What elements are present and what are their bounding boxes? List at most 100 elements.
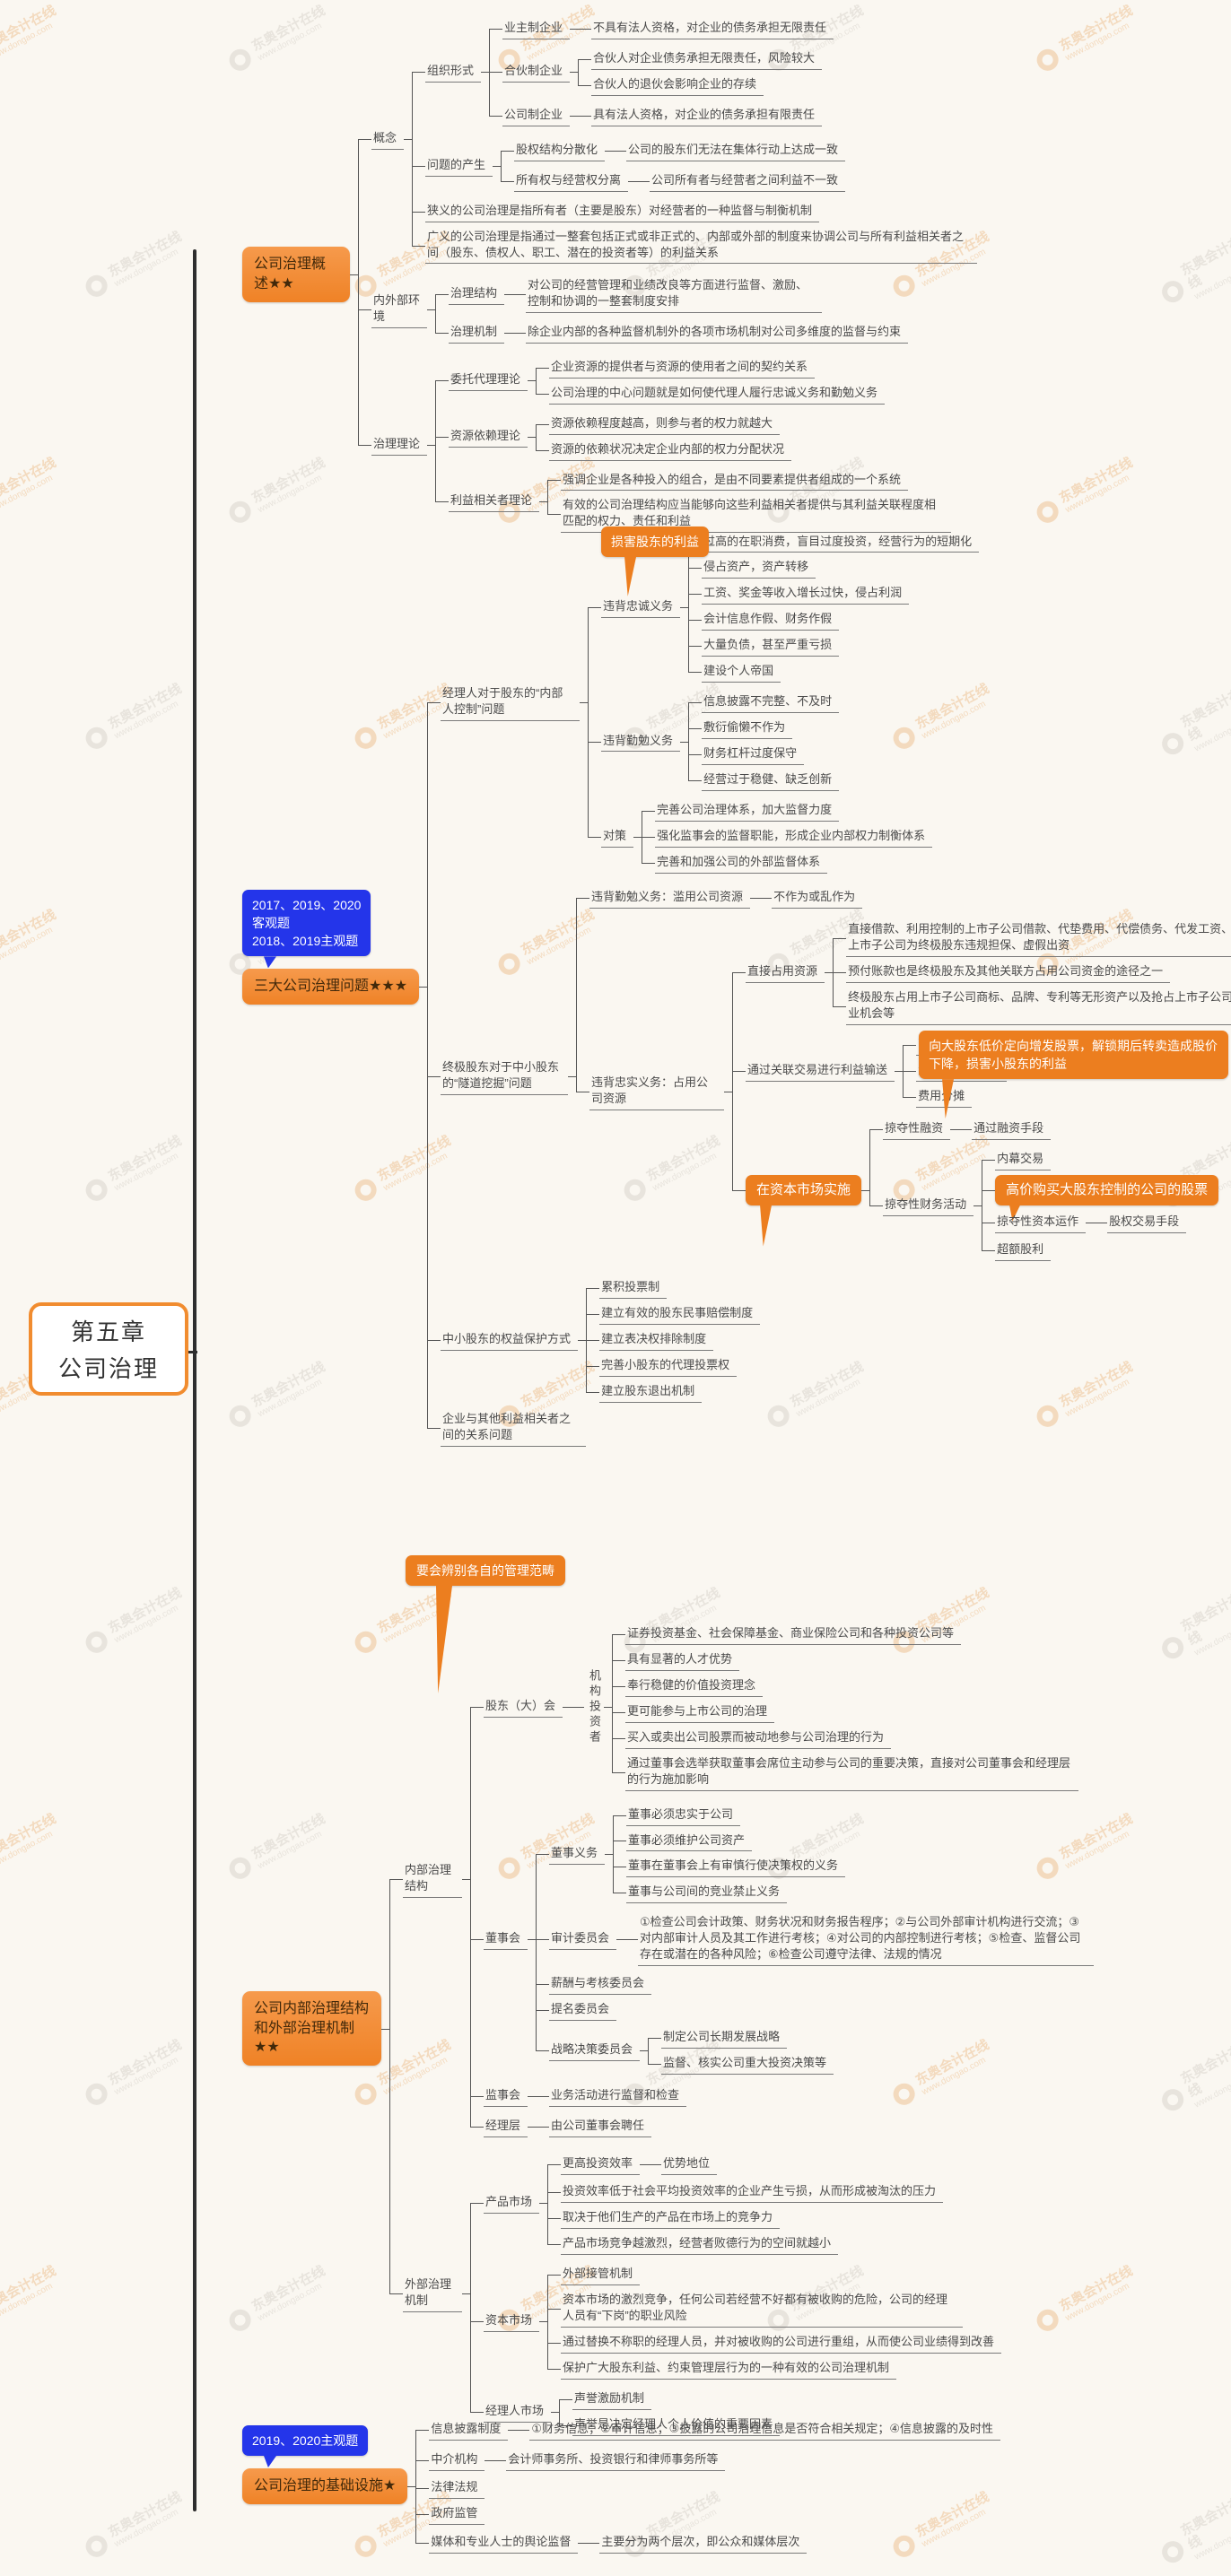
- node-label[interactable]: 除企业内部的各种监督机制外的各项市场机制对公司多维度的监督与约束: [526, 322, 909, 344]
- node-label[interactable]: 业务活动进行监督和检查: [549, 2085, 687, 2108]
- node-label[interactable]: 违背忠实义务：占用公司资源: [589, 1073, 725, 1110]
- node-label[interactable]: 更高投资效率: [561, 2154, 641, 2175]
- node-label[interactable]: 股权交易手段: [1107, 1212, 1187, 1233]
- node-label[interactable]: 掠夺性财务活动: [883, 1195, 974, 1216]
- highlight-box-label[interactable]: 高价购买大股东控制的公司的股票: [995, 1175, 1219, 1205]
- node-label[interactable]: 广义的公司治理是指通过一整套包括正式或非正式的、内部或外部的制度来协调公司与所有…: [425, 227, 978, 265]
- node-label[interactable]: 超额股利: [995, 1240, 1052, 1262]
- node-label[interactable]: 提名委员会: [549, 1999, 617, 2021]
- node-label[interactable]: 问题的产生: [425, 155, 493, 177]
- node-label[interactable]: 监事会: [484, 2085, 528, 2108]
- node-label[interactable]: 掠夺性资本运作: [995, 1212, 1087, 1233]
- node-label[interactable]: 企业资源的提供者与资源的使用者之间的契约关系: [549, 357, 816, 379]
- exam-year-note[interactable]: 2017、2019、2020 客观题 2018、2019主观题: [242, 889, 371, 957]
- node-label[interactable]: 资本市场: [484, 2311, 540, 2333]
- node-label[interactable]: 经理人对于股东的“内部人控制”问题: [441, 683, 581, 722]
- node-label[interactable]: 组织形式: [425, 61, 482, 83]
- node-label[interactable]: 董事义务: [549, 1843, 606, 1865]
- node-label[interactable]: 建设个人帝国: [702, 661, 781, 683]
- node-label[interactable]: 委托代理理论: [449, 370, 528, 392]
- node-label[interactable]: 财务杠杆过度保守: [702, 744, 805, 765]
- node-label[interactable]: 具有法人资格，对企业的债务承担有限责任: [591, 105, 823, 126]
- node-label[interactable]: 过高的在职消费，盲目过度投资，经营行为的短期化: [702, 532, 980, 553]
- node-label[interactable]: 证券投资基金、社会保障基金、商业保险公司和各种投资公司等: [624, 1623, 961, 1645]
- highlight-callout[interactable]: 向大股东低价定向增发股票，解锁期后转卖造成股价下降，损害小股东的利益: [919, 1030, 1229, 1080]
- node-label[interactable]: 董事必须维护公司资产: [626, 1831, 753, 1852]
- node-label[interactable]: 通过关联交易进行利益输送: [746, 1060, 895, 1082]
- highlight-box-label[interactable]: 在资本市场实施: [746, 1175, 862, 1205]
- node-label[interactable]: 产品市场竞争越激烈，经营者败德行为的空间就越小: [561, 2233, 839, 2255]
- node-label[interactable]: 资源依赖程度越高，则参与者的权力就越大: [549, 413, 781, 435]
- node-label[interactable]: 资源依赖理论: [449, 426, 528, 448]
- exam-year-note[interactable]: 2019、2020主观题: [242, 2424, 369, 2457]
- node-label[interactable]: 中小股东的权益保护方式: [441, 1329, 579, 1351]
- node-label[interactable]: 会计师事务所、投资银行和律师事务所等: [506, 2450, 726, 2471]
- node-label[interactable]: 内部治理结构: [403, 1860, 462, 1899]
- root-node[interactable]: 第五章 公司治理: [29, 1302, 188, 1396]
- node-label[interactable]: 薪酬与考核委员会: [549, 1973, 652, 1995]
- node-label[interactable]: 资源的依赖状况决定企业内部的权力分配状况: [549, 439, 792, 461]
- node-label[interactable]: 优势地位: [661, 2154, 718, 2175]
- node-label[interactable]: 制定公司长期发展战略: [661, 2027, 788, 2049]
- node-label[interactable]: 企业与其他利益相关者之间的关系问题: [441, 1409, 587, 1447]
- node-label[interactable]: 累积投票制: [599, 1277, 668, 1299]
- node-label[interactable]: 产品市场: [484, 2192, 540, 2215]
- branch-topic-label[interactable]: 公司内部治理结构和外部治理机制★★: [242, 1991, 381, 2066]
- branch-topic-label[interactable]: 公司治理的基础设施★: [242, 2468, 408, 2504]
- node-label[interactable]: 中介机构: [429, 2450, 485, 2471]
- node-label[interactable]: 终极股东占用上市子公司商标、品牌、专利等无形资产以及抢占上市子公司的商业机会等: [846, 988, 1231, 1025]
- node-label[interactable]: 法律法规: [429, 2477, 485, 2500]
- branch-topic-label[interactable]: 三大公司治理问题★★★: [242, 969, 420, 1005]
- node-label[interactable]: 狭义的公司治理是指所有者（主要是股东）对经营者的一种监督与制衡机制: [425, 201, 820, 222]
- node-label[interactable]: 股权结构分散化: [514, 140, 606, 161]
- node-label[interactable]: 通过融资手段: [972, 1118, 1052, 1141]
- node-label[interactable]: 对策: [601, 826, 634, 848]
- node-label[interactable]: 敷衍偷懒不作为: [702, 718, 793, 739]
- node-label[interactable]: 机构投资者: [587, 1668, 601, 1745]
- node-label[interactable]: 完善公司治理体系，加大监督力度: [655, 800, 840, 822]
- node-label[interactable]: 违背勤勉义务: [601, 731, 681, 753]
- node-label[interactable]: 信息披露制度: [429, 2419, 509, 2441]
- node-label[interactable]: 投资效率低于社会平均投资效率的企业产生亏损，从而形成被淘汰的压力: [561, 2181, 944, 2204]
- node-label[interactable]: ①检查公司会计政策、财务状况和财务报告程序；②与公司外部审计机构进行交流；③对内…: [638, 1912, 1095, 1967]
- node-label[interactable]: 有效的公司治理结构应当能够向这些利益相关者提供与其利益关联程度相匹配的权力、责任…: [561, 495, 952, 534]
- node-label[interactable]: 对公司的经营管理和业绩改良等方面进行监督、激励、控制和协调的一整套制度安排: [526, 275, 823, 313]
- node-label[interactable]: 董事在董事会上有审慎行使决策权的义务: [626, 1856, 846, 1878]
- node-label[interactable]: 媒体和专业人士的舆论监督: [429, 2532, 579, 2554]
- node-label[interactable]: 违背忠诚义务: [601, 596, 681, 618]
- node-label[interactable]: 信息披露不完整、不及时: [702, 692, 840, 714]
- node-label[interactable]: 不作为或乱作为: [772, 887, 863, 909]
- node-label[interactable]: ①财务信息；②审计信息；③披露的公司治理信息是否符合相关规定；④信息披露的及时性: [529, 2419, 1000, 2441]
- node-label[interactable]: 概念: [371, 128, 405, 150]
- node-label[interactable]: 治理理论: [371, 434, 428, 456]
- node-label[interactable]: 不具有法人资格，对企业的债务承担无限责任: [591, 18, 834, 39]
- node-label[interactable]: 董事必须忠实于公司: [626, 1805, 741, 1826]
- node-label[interactable]: 所有权与经营权分离: [514, 170, 629, 192]
- node-label[interactable]: 建立有效的股东民事赔偿制度: [599, 1303, 761, 1325]
- node-label[interactable]: 治理机制: [449, 322, 505, 344]
- node-label[interactable]: 经理层: [484, 2116, 528, 2138]
- node-label[interactable]: 侵占资产，资产转移: [702, 557, 816, 579]
- node-label[interactable]: 由公司董事会聘任: [549, 2116, 652, 2138]
- node-label[interactable]: 外部治理机制: [403, 2275, 462, 2312]
- node-label[interactable]: 合伙人的退伙会影响企业的存续: [591, 74, 764, 96]
- node-label[interactable]: 公司的股东们无法在集体行动上达成一致: [626, 140, 846, 161]
- node-label[interactable]: 建立表决权排除制度: [599, 1329, 714, 1351]
- node-label[interactable]: 取决于他们生产的产品在市场上的竞争力: [561, 2207, 781, 2230]
- node-label[interactable]: 审计委员会: [549, 1928, 617, 1951]
- node-label[interactable]: 直接借款、利用控制的上市子公司借款、代垫费用、代偿债务、代发工资、利用上市子公司…: [846, 919, 1231, 957]
- node-label[interactable]: 经理人市场: [484, 2401, 552, 2424]
- node-label[interactable]: 终极股东对于中小股东的“隧道挖掘”问题: [441, 1057, 569, 1095]
- management-scope-callout[interactable]: 要会辨别各自的管理范畴: [406, 1555, 565, 1586]
- node-label[interactable]: 战略决策委员会: [549, 2040, 641, 2062]
- node-label[interactable]: 内幕交易: [995, 1149, 1052, 1171]
- node-label[interactable]: 建立股东退出机制: [599, 1381, 703, 1403]
- node-label[interactable]: 更可能参与上市公司的治理: [624, 1701, 774, 1723]
- node-label[interactable]: 违背勤勉义务：滥用公司资源: [589, 887, 751, 909]
- node-label[interactable]: 内外部环境: [371, 291, 427, 328]
- node-label[interactable]: 外部接管机制: [561, 2264, 641, 2285]
- node-label[interactable]: 预付账款也是终极股东及其他关联方占用公司资金的途径之一: [846, 962, 1171, 983]
- node-label[interactable]: 政府监管: [429, 2503, 485, 2526]
- node-label[interactable]: 具有显著的人才优势: [624, 1649, 739, 1671]
- node-label[interactable]: 经营过于稳健、缺乏创新: [702, 770, 840, 791]
